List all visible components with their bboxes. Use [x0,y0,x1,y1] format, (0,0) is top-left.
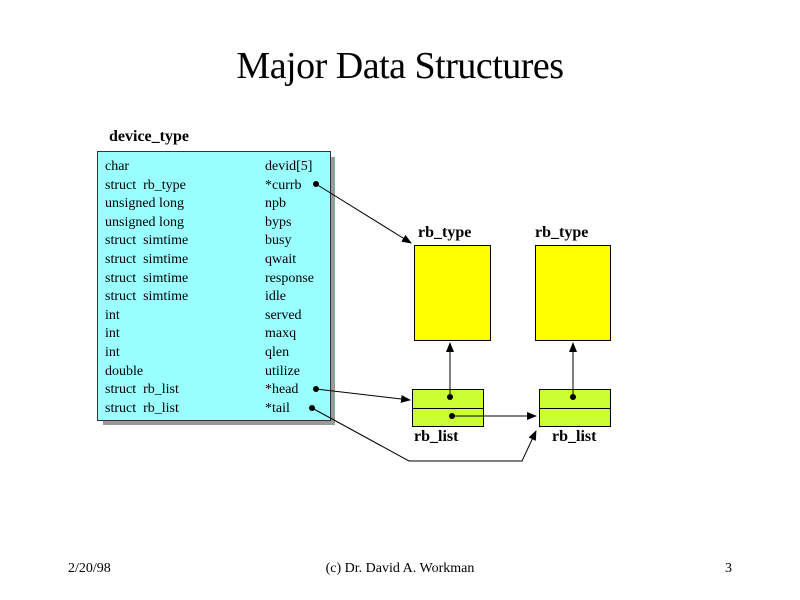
field-name: served [265,307,302,323]
field-type: struct simtime [105,289,189,305]
field-type: int [105,345,120,360]
device-type-struct-box [97,151,331,421]
struct-field-row: struct simtime response [105,269,335,288]
struct-field-row: unsigned long npb [105,194,335,213]
struct-field-row: struct simtime qwait [105,250,335,269]
field-name: byps [265,214,292,230]
field-name: qlen [265,345,290,360]
rb-type-label-2: rb_type [535,224,589,241]
field-name: response [265,270,314,286]
rb-list-label-1: rb_list [414,428,459,445]
field-type: struct rb_list [105,400,179,416]
device-type-label: device_type [109,128,189,145]
field-type: double [105,363,144,379]
struct-field-row: struct rb_list *head [105,380,335,399]
struct-field-row: double utilize [105,362,335,381]
field-type: struct simtime [105,233,189,249]
field-name: *currb [265,177,302,193]
field-type: int [105,307,120,323]
field-name: *tail [265,400,290,416]
field-name: idle [265,289,286,305]
field-name: npb [265,196,286,212]
rb-list-box-2 [539,389,611,427]
field-type: int [105,326,120,342]
currb-pointer-arrow [315,183,412,244]
rb-type-label-1: rb_type [418,224,472,241]
field-name: qwait [265,252,297,267]
rb-list-divider-2 [540,408,610,409]
struct-field-row: char devid[5] [105,157,335,176]
field-name: utilize [265,363,300,379]
field-type: struct simtime [105,252,189,267]
field-type: unsigned long [105,196,184,212]
field-type: struct rb_list [105,382,179,398]
field-name: *head [265,382,299,398]
footer-page-number: 3 [725,561,732,576]
field-type: struct rb_type [105,177,186,193]
slide-title: Major Data Structures [236,45,564,87]
field-name: busy [265,233,292,249]
field-type: unsigned long [105,214,184,230]
struct-field-row: struct simtime busy [105,231,335,250]
rb-type-box-2 [535,245,611,341]
struct-field-row: struct simtime idle [105,287,335,306]
struct-field-row: struct rb_type *currb [105,176,335,195]
struct-field-row: int maxq [105,324,335,343]
struct-field-row: int served [105,306,335,325]
footer-author: (c) Dr. David A. Workman [325,561,475,576]
rb-list-divider-1 [413,408,483,409]
struct-field-row: int qlen [105,343,335,362]
head-pointer-arrow [315,388,411,403]
rb-type-box-1 [414,245,491,341]
struct-field-row: struct rb_list *tail [105,399,335,418]
rb-list-label-2: rb_list [552,428,597,445]
field-name: maxq [265,326,297,342]
field-type: char [105,159,130,174]
footer-date: 2/20/98 [68,561,111,576]
field-name: devid[5] [265,159,313,174]
field-type: struct simtime [105,270,189,286]
struct-field-row: unsigned long byps [105,213,335,232]
tail-pointer-arrow [311,407,537,462]
